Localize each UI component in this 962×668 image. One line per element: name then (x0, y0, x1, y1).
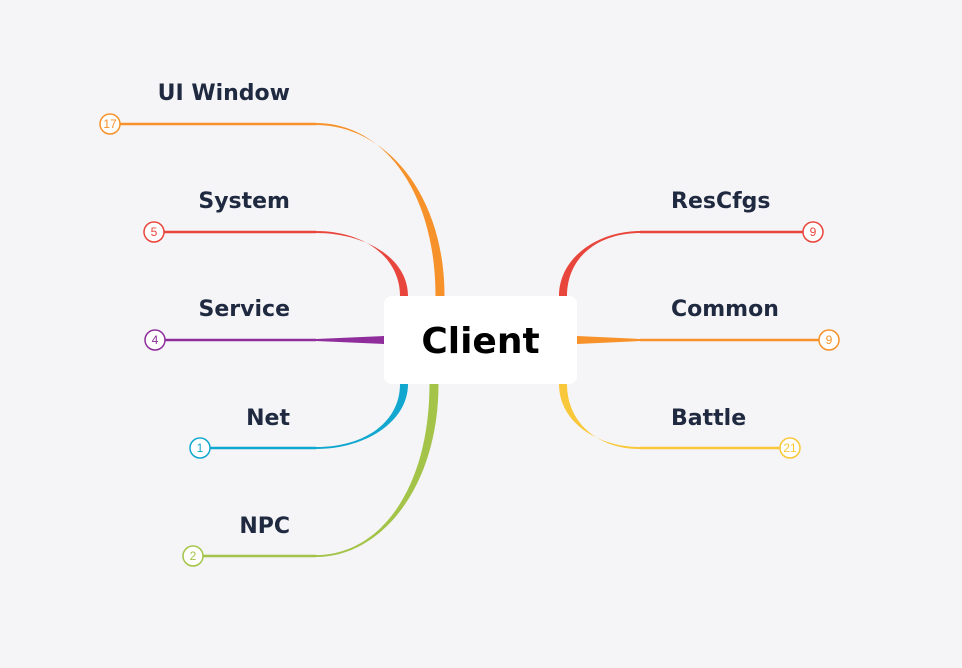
branch-label-rescfgs[interactable]: ResCfgs (671, 189, 771, 214)
branch-connector-system (316, 231, 408, 296)
count-badge-circle (802, 221, 824, 243)
count-badge-text: 2 (190, 549, 197, 563)
branch-count-badge[interactable]: 4 (144, 329, 166, 351)
branch-label-npc[interactable]: NPC (239, 514, 290, 539)
branch-common[interactable]: 9 Common (577, 297, 840, 351)
branch-count-badge[interactable]: 1 (189, 437, 211, 459)
count-badge-circle (99, 113, 121, 135)
count-badge-circle (818, 329, 840, 351)
branch-count-badge[interactable]: 9 (818, 329, 840, 351)
branch-label-battle[interactable]: Battle (671, 406, 746, 431)
root-node-box[interactable] (384, 296, 577, 384)
branch-service[interactable]: 4 Service (144, 297, 384, 351)
branch-rescfgs[interactable]: 9 ResCfgs (559, 189, 824, 296)
branch-connector-service (316, 336, 384, 344)
branch-connector-net (316, 384, 408, 449)
count-badge-text: 9 (826, 333, 833, 347)
root-node-label[interactable]: Client (421, 321, 539, 362)
count-badge-circle (779, 437, 801, 459)
branch-connector-rescfgs (559, 231, 640, 296)
count-badge-text: 21 (783, 441, 797, 455)
branch-label-net[interactable]: Net (246, 406, 290, 431)
count-badge-circle (189, 437, 211, 459)
count-badge-circle (144, 329, 166, 351)
branch-label-ui-window[interactable]: UI Window (158, 81, 290, 106)
count-badge-text: 9 (810, 225, 817, 239)
count-badge-text: 17 (103, 117, 117, 131)
branch-ui-window[interactable]: 17 UI Window (99, 81, 445, 296)
branch-count-badge[interactable]: 9 (802, 221, 824, 243)
branch-npc[interactable]: 2 NPC (182, 384, 439, 567)
root-node[interactable]: Client (384, 296, 577, 384)
branch-connector-common (577, 336, 640, 344)
branch-label-service[interactable]: Service (199, 297, 290, 322)
branches-layer: 17 UI Window 5 System 4 Service 1 Net 2 NPC 9 ResCf… (99, 81, 840, 567)
branch-connector-ui-window (316, 123, 445, 296)
branch-connector-npc (316, 384, 439, 557)
branch-count-badge[interactable]: 21 (779, 437, 801, 459)
branch-system[interactable]: 5 System (143, 189, 408, 296)
count-badge-text: 1 (197, 441, 204, 455)
count-badge-text: 4 (152, 333, 159, 347)
branch-label-system[interactable]: System (198, 189, 290, 214)
branch-count-badge[interactable]: 17 (99, 113, 121, 135)
count-badge-text: 5 (151, 225, 158, 239)
branch-net[interactable]: 1 Net (189, 384, 408, 459)
count-badge-circle (143, 221, 165, 243)
count-badge-circle (182, 545, 204, 567)
branch-count-badge[interactable]: 5 (143, 221, 165, 243)
branch-count-badge[interactable]: 2 (182, 545, 204, 567)
branch-battle[interactable]: 21 Battle (559, 384, 801, 459)
branch-label-common[interactable]: Common (671, 297, 779, 322)
branch-connector-battle (559, 384, 640, 449)
